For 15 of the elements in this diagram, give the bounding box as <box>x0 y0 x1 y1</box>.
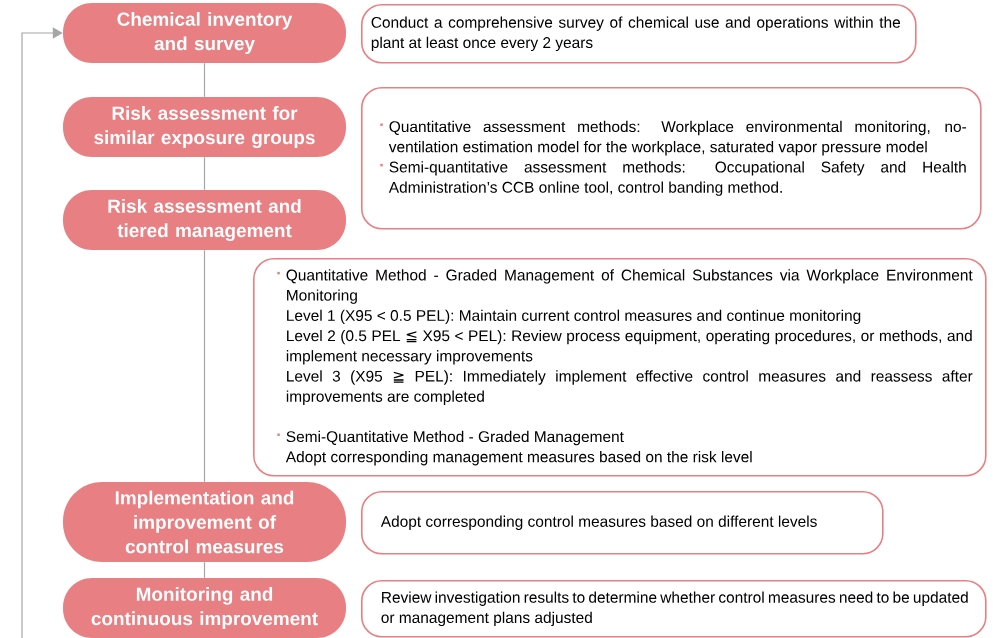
text-box: Quantitative Method - Graded Management of Chemical Substances via Workplace Environment Monitoring Level 1 (X95 < 0.5 PEL): Maintain current control measures and continue monitoring Level 2 (0.5 PEL ≦ X95 < PEL): Review process equipment, operating procedures, or methods, and implement necessary improvements Level 3 (X95 ≧ PEL): Immediately implement effective control measures and reassess after improvements are completed Semi-Quantitative Method - Graded Management Adopt corresponding management measures based on the risk level <box>253 258 987 477</box>
process-pill: Implementation and improvement of control measures <box>63 482 346 562</box>
text-box: Adopt corresponding control measures based on different levels <box>361 491 884 555</box>
text-box: Conduct a comprehensive survey of chemical use and operations within the plant at least once every 2 years <box>361 4 917 64</box>
connector-line <box>203 62 206 98</box>
process-pill: Risk assessment for similar exposure groups <box>63 97 346 157</box>
connector-line <box>203 156 206 191</box>
process-pill: Risk assessment and tiered management <box>63 190 346 250</box>
feedback-arrow <box>21 27 63 638</box>
text-box: Quantitative assessment methods: Workplace environmental monitoring, no-ventilation estimation model for the workplace, saturated vapor pressure model Semi-quantitative assessment methods: Occupational Safety and Health Administration’s CCB online tool, control banding method. <box>361 87 982 230</box>
process-pill: Chemical inventory and survey <box>63 3 346 63</box>
connector-line <box>203 561 206 579</box>
connector-line <box>203 249 206 483</box>
text-box: Review investigation results to determine whether control measures need to be updated or management plans adjusted <box>361 580 987 638</box>
process-pill: Monitoring and continuous improvement <box>63 578 346 638</box>
